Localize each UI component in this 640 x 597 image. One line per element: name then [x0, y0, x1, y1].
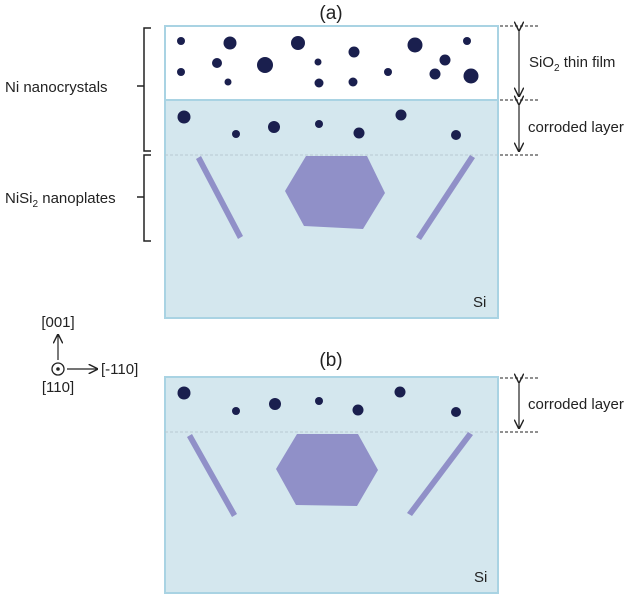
nisi2-nanoplates-label: NiSi2 nanoplates: [5, 190, 116, 210]
nanocrystal: [177, 37, 185, 45]
panel-a-corroded-nanocrystals: [177, 109, 461, 140]
corroded-layer-label-a: corroded layer: [528, 119, 624, 136]
panel-a-title: (a): [319, 3, 342, 24]
nanocrystal: [212, 58, 222, 68]
nanocrystal: [348, 46, 360, 58]
nanocrystal: [395, 109, 407, 121]
axis-001-label: [001]: [41, 314, 74, 331]
nanocrystal: [315, 120, 323, 128]
nanocrystal: [314, 78, 324, 88]
panel-a-film-nanocrystals: [177, 36, 479, 88]
out-of-plane-dot: [56, 367, 60, 371]
panel-b-dimension-markers: [500, 378, 540, 433]
nanocrystal: [463, 37, 471, 45]
nanocrystal: [315, 397, 323, 405]
panel-a: (a): [5, 3, 624, 319]
axis-110-label: [110]: [42, 379, 74, 396]
nanocrystal: [177, 68, 185, 76]
nanoplate-right: [416, 155, 475, 240]
nanocrystal: [463, 68, 479, 84]
panel-b-title: (b): [319, 350, 342, 371]
nanoplate-hexagon: [285, 156, 385, 229]
nanoplate-left: [187, 434, 237, 517]
nanocrystal: [223, 36, 237, 50]
panel-a-braces: [137, 27, 151, 242]
nanocrystal: [268, 121, 280, 133]
ni-nanocrystals-label: Ni nanocrystals: [5, 79, 108, 96]
out-of-plane-symbol: [51, 362, 65, 376]
nanocrystal: [384, 68, 392, 76]
nanocrystal: [269, 398, 281, 410]
nanocrystal: [451, 407, 461, 417]
nanoplates-brace: [137, 154, 151, 242]
axis-minus110-label: [-110]: [101, 361, 138, 378]
panel-b-nanoplates: [187, 432, 473, 517]
nanocrystal: [348, 77, 358, 87]
nanocrystal: [352, 404, 364, 416]
nanocrystal: [177, 110, 191, 124]
nanocrystal: [257, 57, 273, 73]
panel-b-si-label: Si: [474, 569, 487, 586]
nanocrystal: [177, 386, 191, 400]
panel-a-dimension-markers: [500, 26, 540, 156]
nanocrystal: [353, 127, 365, 139]
nanocrystal: [224, 78, 232, 86]
nanoplate-right: [407, 432, 473, 516]
nanoplate-hexagon: [276, 434, 378, 506]
nanocrystal: [451, 130, 461, 140]
panel-a-nanoplates: [196, 155, 475, 240]
nanocrystal: [394, 386, 406, 398]
nanocrystal: [232, 130, 240, 138]
nanocrystals-brace: [137, 27, 151, 152]
nanocrystal: [291, 36, 305, 50]
film-label: SiO2 thin film: [529, 54, 615, 74]
panel-a-si-label: Si: [473, 294, 486, 311]
panel-b-corroded-nanocrystals: [177, 386, 461, 417]
panel-b: (b) Si corroded layer: [164, 350, 624, 594]
crystal-axes: [001] [-110] [110]: [41, 314, 138, 396]
nanocrystal: [407, 37, 423, 53]
nanocrystal: [439, 54, 451, 66]
corroded-layer-label-b: corroded layer: [528, 396, 624, 413]
nanocrystal: [429, 68, 441, 80]
nanocrystal: [314, 58, 322, 66]
nanocrystal: [232, 407, 240, 415]
nanoplate-left: [196, 156, 243, 239]
